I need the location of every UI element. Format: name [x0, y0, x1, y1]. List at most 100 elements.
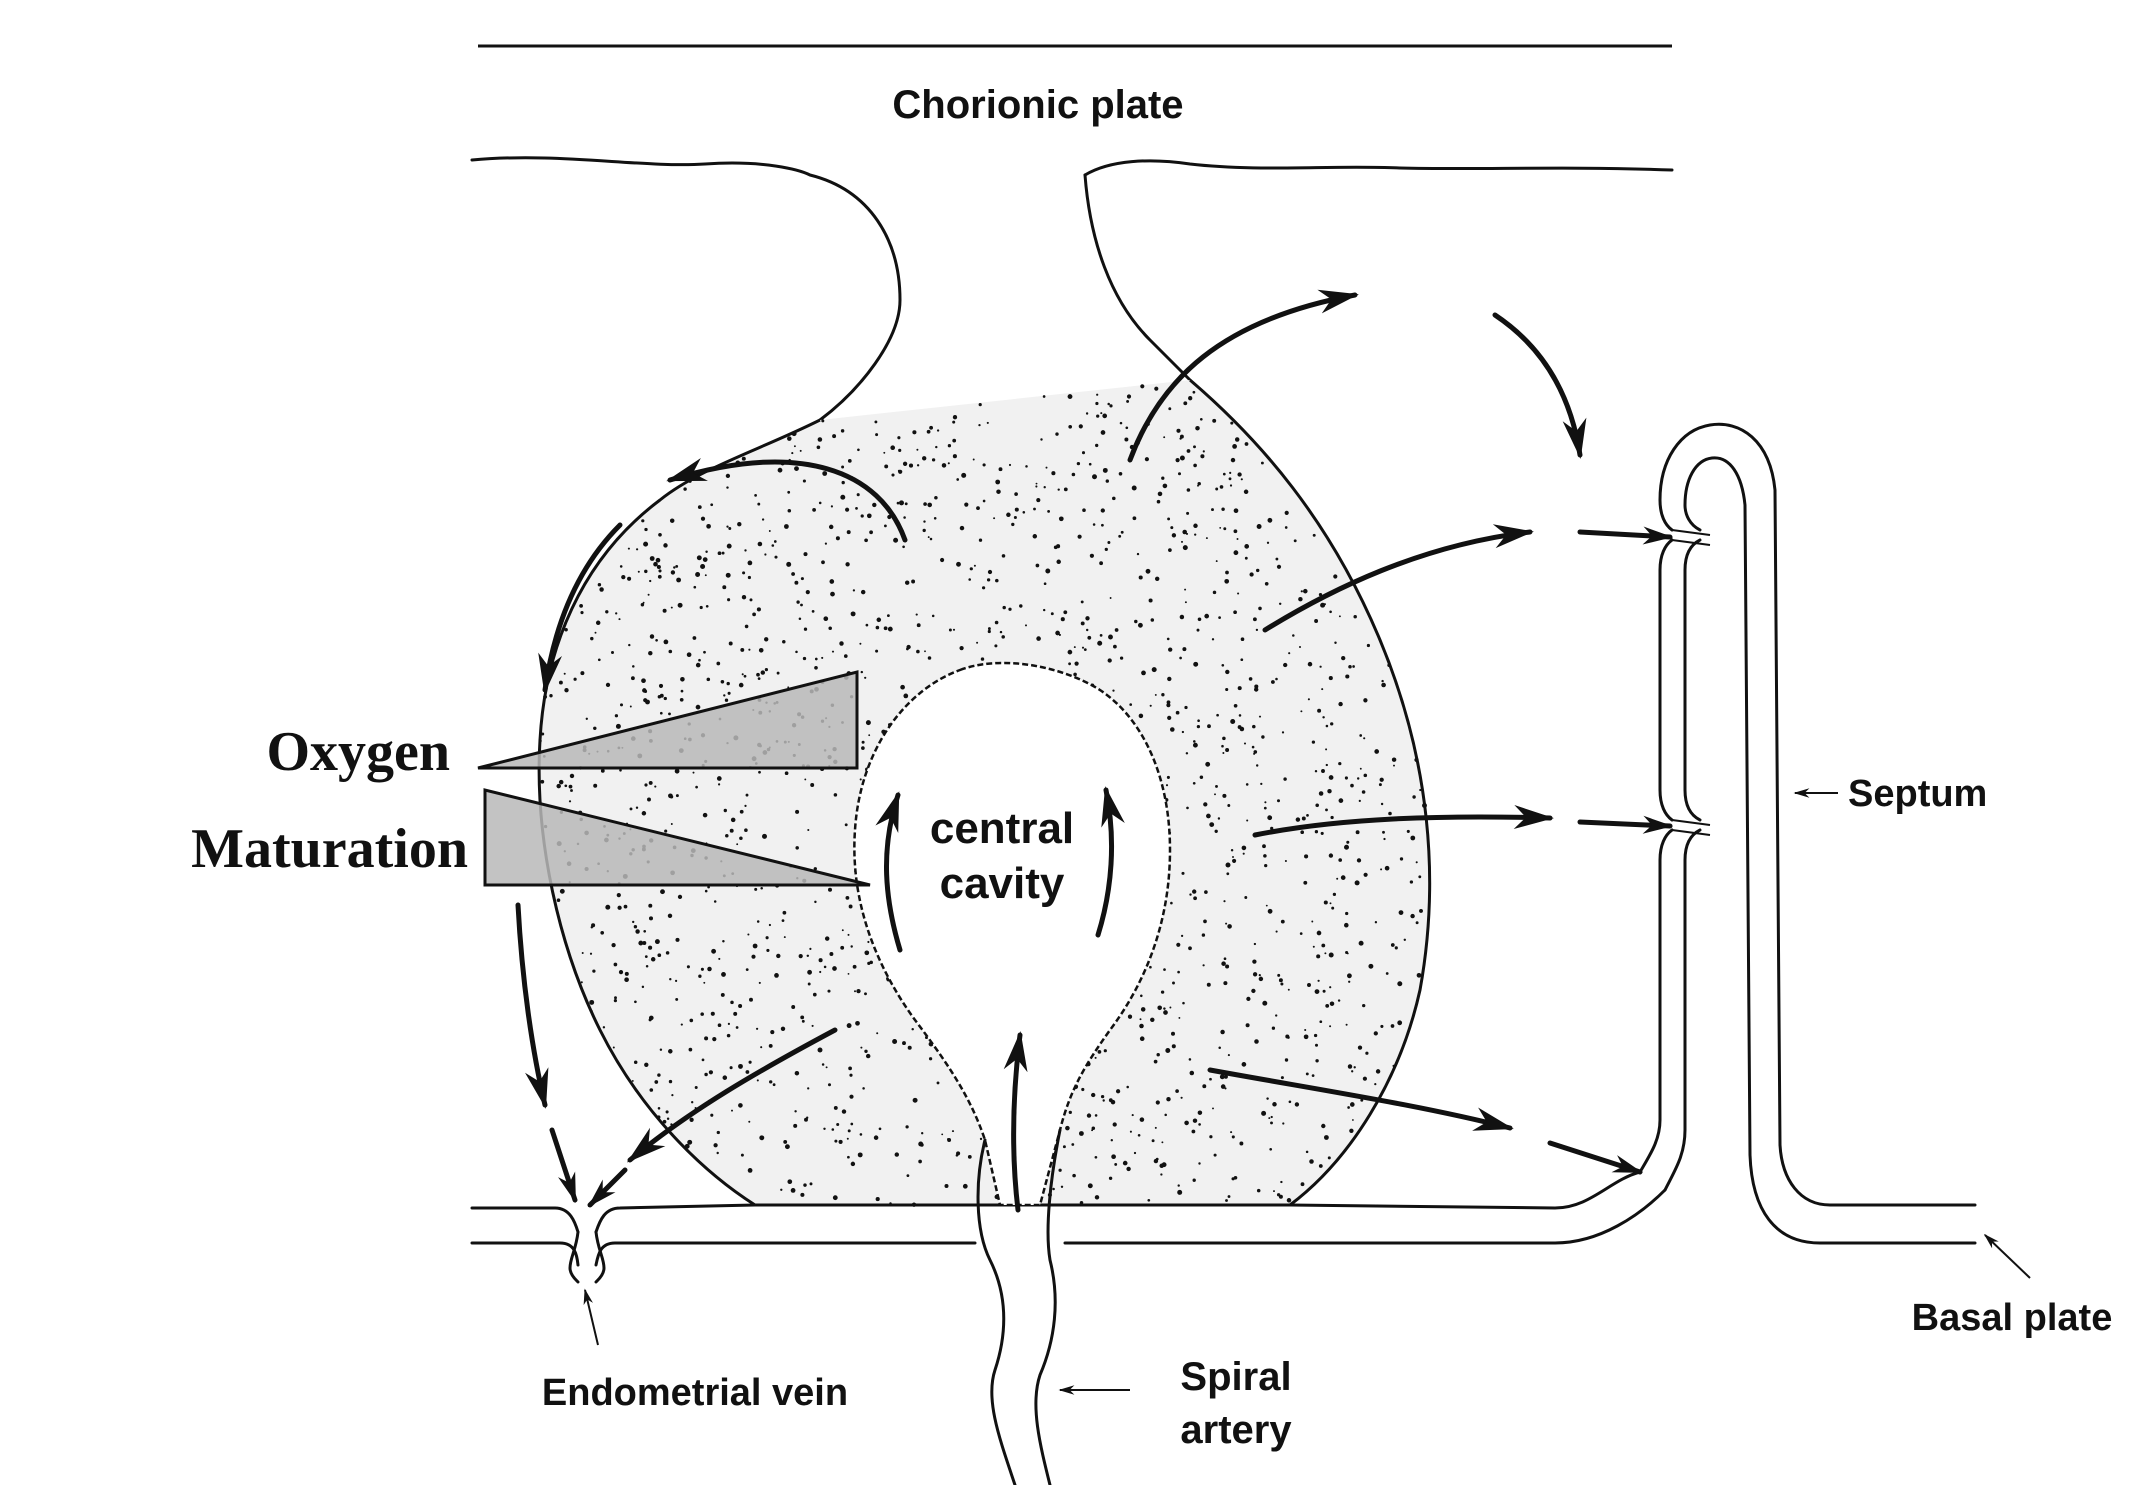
stipple-dot: [1276, 799, 1281, 803]
stipple-dot: [1101, 523, 1104, 527]
stipple-dot: [947, 444, 952, 448]
stipple-dot: [967, 1155, 972, 1159]
stipple-dot: [915, 613, 918, 616]
stipple-dot: [1278, 978, 1283, 983]
stipple-dot: [1166, 700, 1171, 705]
stipple-dot: [829, 952, 834, 956]
stipple-dot: [1137, 1133, 1141, 1137]
stipple-dot: [839, 641, 844, 646]
stipple-dot: [1073, 672, 1077, 677]
stipple-dot: [724, 698, 729, 702]
stipple-dot: [1293, 539, 1297, 543]
stipple-dot: [1230, 457, 1236, 463]
stipple-dot: [1380, 868, 1383, 871]
stipple-dot: [735, 1026, 739, 1029]
stipple-dot: [1058, 1168, 1062, 1172]
stipple-dot: [1172, 981, 1175, 985]
stipple-dot: [741, 673, 744, 676]
stipple-dot: [1338, 615, 1341, 618]
stipple-dot: [705, 604, 709, 608]
stipple-dot: [1363, 773, 1368, 778]
stipple-dot: [1195, 425, 1200, 431]
stipple-dot: [1099, 561, 1103, 566]
stipple-dot: [1231, 1177, 1235, 1181]
stipple-dot: [593, 726, 597, 731]
stipple-dot: [1166, 637, 1170, 641]
stipple-dot: [1079, 1200, 1084, 1205]
stipple-dot: [824, 936, 830, 941]
stipple-dot: [1145, 568, 1151, 574]
stipple-dot: [1001, 554, 1006, 558]
stipple-dot: [1171, 1031, 1175, 1036]
stipple-dot: [935, 445, 938, 449]
stipple-dot: [645, 965, 649, 968]
stipple-dot: [802, 656, 807, 661]
stipple-dot: [987, 627, 991, 631]
stipple-dot: [936, 429, 940, 432]
stipple-dot: [686, 965, 690, 969]
stipple-dot: [663, 639, 669, 645]
stipple-dot: [585, 717, 588, 720]
stipple-dot: [1314, 989, 1320, 994]
stipple-dot: [1341, 655, 1346, 661]
stipple-dot: [656, 564, 661, 570]
stipple-dot: [655, 557, 661, 563]
stipple-dot: [1124, 437, 1129, 442]
stipple-dot: [632, 665, 635, 668]
stipple-dot: [864, 538, 868, 543]
flow-arrows: [515, 289, 1673, 1213]
stipple-dot: [568, 800, 572, 803]
stipple-dot: [569, 773, 575, 779]
stipple-dot: [568, 784, 573, 789]
stipple-dot: [956, 478, 960, 481]
stipple-dot: [1292, 634, 1295, 637]
stipple-dot: [1211, 508, 1214, 512]
stipple-dot: [653, 561, 658, 567]
stipple-dot: [1224, 1087, 1227, 1090]
stipple-dot: [1240, 658, 1244, 662]
stipple-dot: [912, 430, 917, 435]
stipple-dot: [887, 626, 893, 632]
endometrial-vein-label: Endometrial vein: [542, 1372, 848, 1414]
stipple-dot: [1251, 745, 1255, 749]
stipple-dot: [1197, 617, 1202, 622]
stipple-dot: [1127, 1014, 1133, 1019]
stipple-dot: [549, 694, 553, 698]
stipple-dot: [1065, 1125, 1070, 1131]
stipple-dot: [1227, 804, 1231, 807]
stipple-dot: [1283, 662, 1288, 668]
stipple-dot: [856, 988, 861, 994]
stipple-dot: [831, 1128, 835, 1131]
stipple-dot: [1333, 574, 1338, 579]
stipple-dot: [1262, 844, 1266, 849]
stipple-dot: [1311, 740, 1316, 744]
stipple-dot: [708, 1070, 714, 1075]
stipple-dot: [702, 557, 708, 562]
stipple-dot: [1105, 479, 1109, 483]
stipple-dot: [1013, 515, 1017, 520]
stipple-dot: [1241, 1062, 1247, 1067]
stipple-dot: [740, 1153, 744, 1157]
stipple-dot: [1163, 436, 1166, 439]
stipple-dot: [741, 595, 747, 600]
arrow-down-left-b: [549, 1127, 578, 1203]
oxygen-gradient-wedge: [477, 670, 859, 770]
stipple-dot: [1414, 757, 1419, 763]
stipple-dot: [1215, 560, 1218, 563]
stipple-dot: [1045, 466, 1048, 469]
stipple-dot: [600, 769, 605, 773]
stipple-dot: [641, 811, 647, 816]
stipple-dot: [1303, 880, 1308, 885]
stipple-dot: [847, 1155, 850, 1159]
stipple-dot: [849, 1073, 853, 1077]
stipple-dot: [1055, 432, 1059, 436]
stipple-dot: [850, 611, 856, 617]
stipple-dot: [809, 947, 812, 950]
stipple-dot: [1179, 434, 1184, 439]
stipple-dot: [814, 665, 818, 670]
stipple-dot: [686, 652, 692, 658]
stipple-dot: [803, 627, 808, 631]
stipple-dot: [688, 479, 692, 483]
stipple-dot: [671, 1133, 674, 1136]
arrow-right-3b: [1547, 1140, 1643, 1175]
